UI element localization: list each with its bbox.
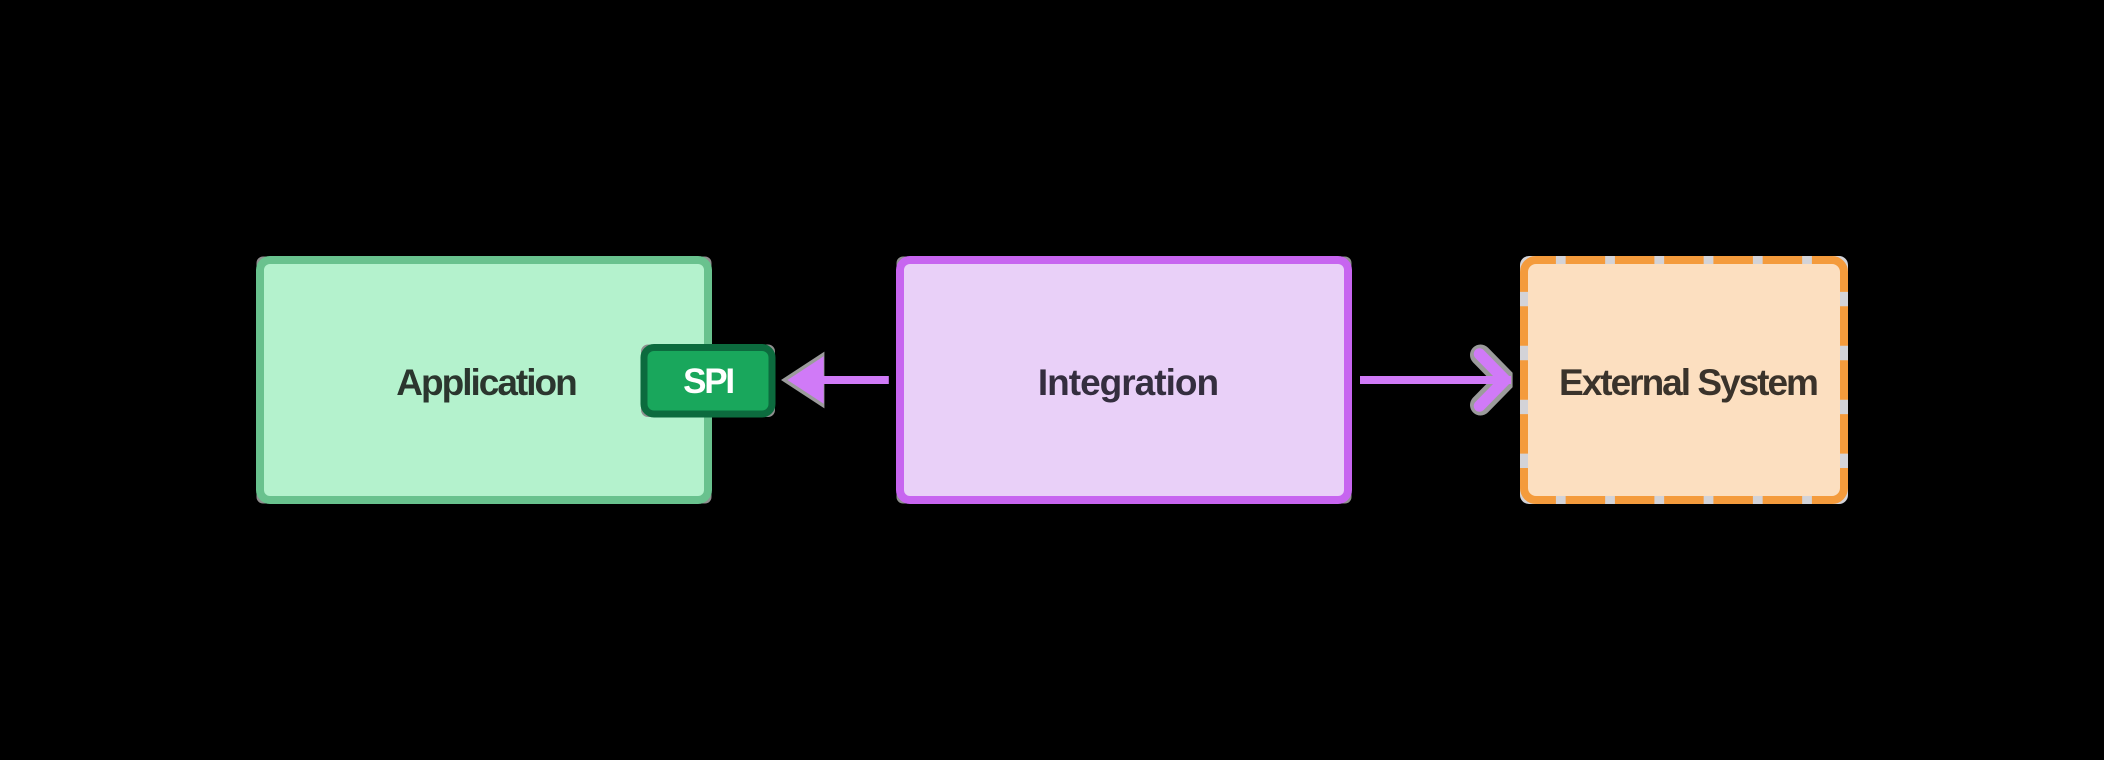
- svg-text:External System: External System: [1559, 362, 1817, 403]
- svg-text:SPI: SPI: [683, 362, 733, 401]
- svg-text:Integration: Integration: [1038, 362, 1218, 403]
- svg-text:Application: Application: [396, 362, 576, 403]
